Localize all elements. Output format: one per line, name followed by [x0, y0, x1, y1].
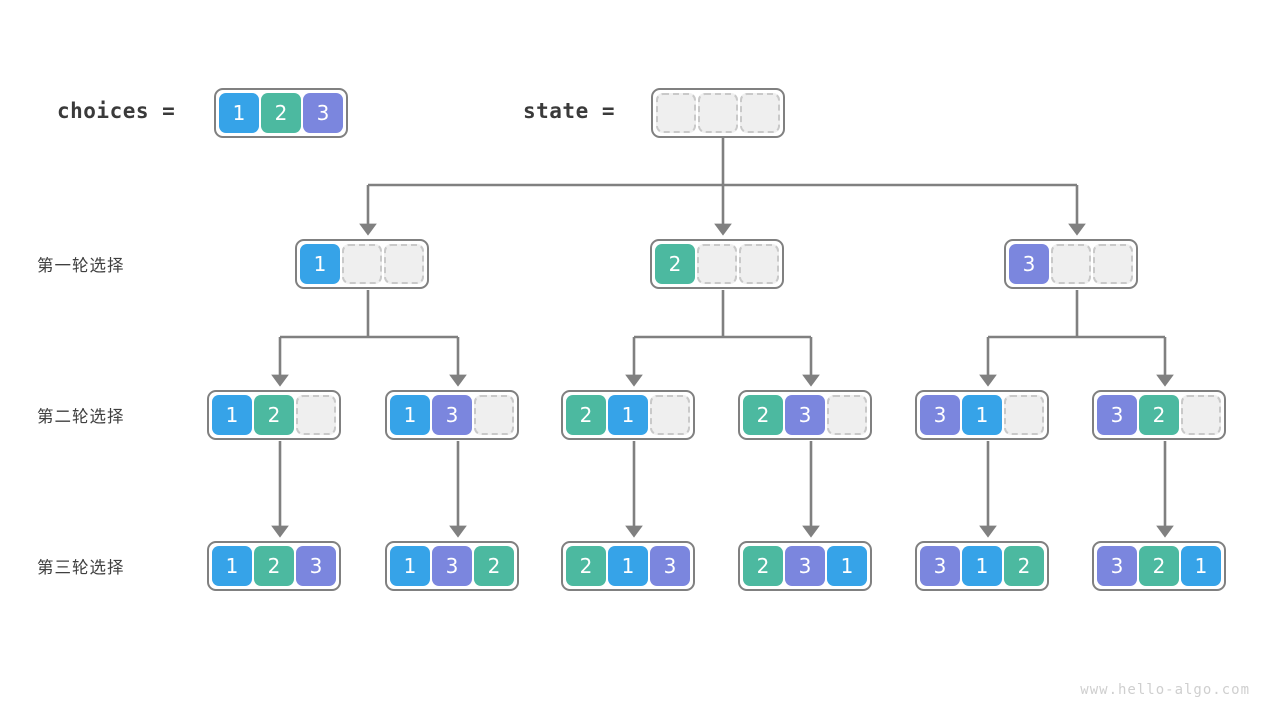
node-level3-1-cell-2: 2 [474, 546, 514, 586]
node-level3-2-cell-2: 3 [650, 546, 690, 586]
node-level2-3-cell-0: 2 [743, 395, 783, 435]
node-level2-2-cell-2 [650, 395, 690, 435]
state-array [651, 88, 785, 138]
node-level1-1-cell-1 [697, 244, 737, 284]
node-level2-4-cell-0: 3 [920, 395, 960, 435]
node-level3-5-cell-0: 3 [1097, 546, 1137, 586]
node-level2-1-cell-2 [474, 395, 514, 435]
state-cell-2 [740, 93, 780, 133]
node-level3-3-cell-2: 1 [827, 546, 867, 586]
row-label-round-2: 第二轮选择 [37, 407, 125, 426]
node-level1-0: 1 [295, 239, 429, 289]
node-level2-5-cell-1: 2 [1139, 395, 1179, 435]
node-level3-5-cell-2: 1 [1181, 546, 1221, 586]
choices-cell-0: 1 [219, 93, 259, 133]
choices-label: choices = [57, 99, 176, 123]
node-level2-4-cell-2 [1004, 395, 1044, 435]
node-level2-1-cell-0: 1 [390, 395, 430, 435]
node-level3-2-cell-1: 1 [608, 546, 648, 586]
node-level2-0-cell-0: 1 [212, 395, 252, 435]
node-level2-2-cell-1: 1 [608, 395, 648, 435]
node-level2-3-cell-2 [827, 395, 867, 435]
choices-cell-2: 3 [303, 93, 343, 133]
node-level2-2-cell-0: 2 [566, 395, 606, 435]
node-level1-0-cell-1 [342, 244, 382, 284]
node-level3-2-cell-0: 2 [566, 546, 606, 586]
node-level1-2: 3 [1004, 239, 1138, 289]
state-label: state = [523, 99, 616, 123]
node-level3-1-cell-1: 3 [432, 546, 472, 586]
row-label-round-3: 第三轮选择 [37, 558, 125, 577]
node-level3-5-cell-1: 2 [1139, 546, 1179, 586]
node-level1-2-cell-1 [1051, 244, 1091, 284]
node-level2-5-cell-2 [1181, 395, 1221, 435]
node-level3-0-cell-1: 2 [254, 546, 294, 586]
state-cell-1 [698, 93, 738, 133]
row-label-round-1: 第一轮选择 [37, 256, 125, 275]
node-level2-5-cell-0: 3 [1097, 395, 1137, 435]
node-level2-0-cell-1: 2 [254, 395, 294, 435]
node-level3-3-cell-0: 2 [743, 546, 783, 586]
node-level3-4-cell-1: 1 [962, 546, 1002, 586]
node-level3-0-cell-0: 1 [212, 546, 252, 586]
node-level3-1-cell-0: 1 [390, 546, 430, 586]
node-level1-1-cell-2 [739, 244, 779, 284]
node-level2-1-cell-1: 3 [432, 395, 472, 435]
node-level3-0-cell-2: 3 [296, 546, 336, 586]
node-level1-1: 2 [650, 239, 784, 289]
node-level1-0-cell-0: 1 [300, 244, 340, 284]
state-cell-0 [656, 93, 696, 133]
watermark: www.hello-algo.com [1080, 682, 1250, 698]
node-level1-1-cell-0: 2 [655, 244, 695, 284]
node-level2-3-cell-1: 3 [785, 395, 825, 435]
choices-cell-1: 2 [261, 93, 301, 133]
node-level3-4-cell-0: 3 [920, 546, 960, 586]
node-level2-4-cell-1: 1 [962, 395, 1002, 435]
node-level1-0-cell-2 [384, 244, 424, 284]
node-level1-2-cell-0: 3 [1009, 244, 1049, 284]
node-level2-0-cell-2 [296, 395, 336, 435]
node-level3-4-cell-2: 2 [1004, 546, 1044, 586]
node-level1-2-cell-2 [1093, 244, 1133, 284]
node-level3-3-cell-1: 3 [785, 546, 825, 586]
